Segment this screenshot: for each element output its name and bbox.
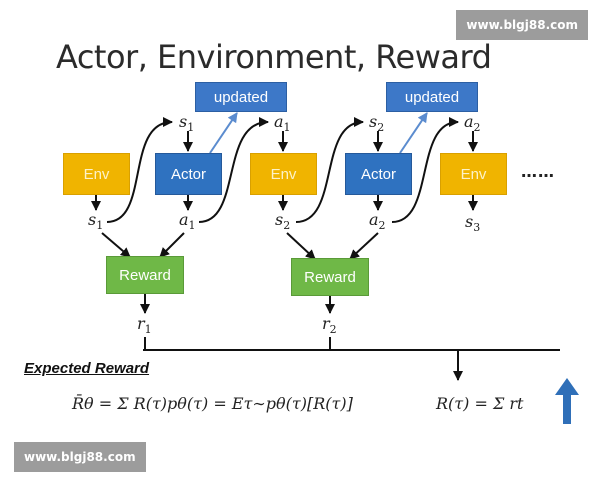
reward-output-label: r2 (322, 314, 337, 337)
reward-box: Reward (291, 258, 369, 296)
watermark: www.blgj88.com (14, 442, 146, 472)
action-label: a2 (464, 112, 481, 135)
updated-box: updated (195, 82, 287, 112)
expected-reward-formula: R̄θ = Σ R(τ)pθ(τ) = Eτ∼pθ(τ)[R(τ)] (72, 394, 353, 413)
action-label: a2 (369, 210, 386, 233)
expected-reward-heading: Expected Reward (24, 360, 150, 377)
env-box: Env (440, 153, 507, 195)
watermark: www.blgj88.com (456, 10, 588, 40)
state-label: s3 (465, 212, 481, 235)
continuation-dots: …… (521, 162, 555, 181)
reward-box: Reward (106, 256, 184, 294)
updated-box: updated (386, 82, 478, 112)
env-box: Env (250, 153, 317, 195)
page-title: Actor, Environment, Reward (56, 38, 492, 76)
state-label: s1 (88, 210, 104, 233)
action-label: a1 (179, 210, 196, 233)
total-reward-formula: R(τ) = Σ rt (436, 394, 524, 413)
env-box: Env (63, 153, 130, 195)
reward-output-label: r1 (137, 314, 152, 337)
state-label: s2 (369, 112, 385, 135)
actor-box: Actor (155, 153, 222, 195)
action-label: a1 (274, 112, 291, 135)
state-label: s2 (275, 210, 291, 233)
state-label: s1 (179, 112, 195, 135)
actor-box: Actor (345, 153, 412, 195)
